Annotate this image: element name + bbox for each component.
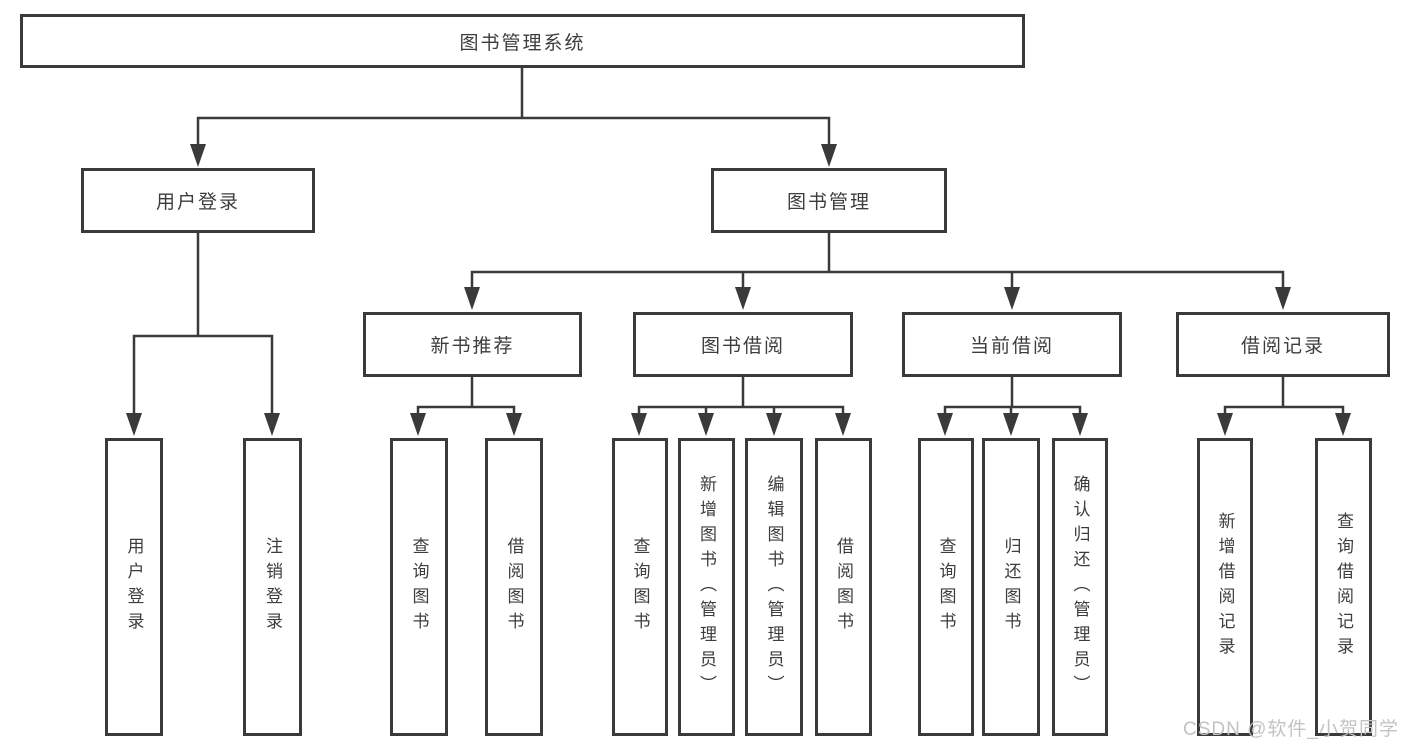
leaf-add-borrow-record: 新增借阅记录: [1197, 438, 1253, 736]
node-new-book-recommend: 新书推荐: [363, 312, 582, 377]
watermark: CSDN @软件_小贺同学: [1183, 719, 1399, 740]
leaf-query-borrow-record-label: 查询借阅记录: [1334, 512, 1353, 662]
connector-current-borrow-to-leaves: [937, 375, 1088, 436]
node-book-management-label: 图书管理: [786, 192, 871, 213]
leaf-query-borrow-record: 查询借阅记录: [1315, 438, 1372, 736]
leaf-query-book-1: 查询图书: [390, 438, 448, 736]
leaf-query-book-3-label: 查询图书: [936, 537, 956, 637]
leaf-logout: 注销登录: [243, 438, 302, 736]
node-current-borrow-label: 当前借阅: [969, 336, 1054, 357]
leaf-return-book-label: 归还图书: [1001, 537, 1021, 637]
node-borrow-records: 借阅记录: [1176, 312, 1390, 377]
connector-book-borrow-to-leaves: [631, 375, 851, 436]
node-book-management: 图书管理: [711, 168, 947, 233]
node-current-borrow: 当前借阅: [902, 312, 1122, 377]
node-user-login-label: 用户登录: [155, 192, 240, 213]
leaf-return-book: 归还图书: [982, 438, 1040, 736]
leaf-borrow-book-1-label: 借阅图书: [504, 537, 524, 637]
node-book-borrow: 图书借阅: [633, 312, 853, 377]
node-user-login: 用户登录: [81, 168, 315, 233]
connector-new-book-recommend-to-leaves: [410, 375, 522, 436]
leaf-user-login: 用户登录: [105, 438, 163, 736]
leaf-add-book-admin: 新增图书（管理员）: [678, 438, 735, 736]
leaf-user-login-label: 用户登录: [124, 537, 144, 637]
connector-user-login-to-leaves: [126, 231, 280, 436]
connector-borrow-records-to-leaves: [1217, 375, 1351, 436]
leaf-borrow-book-2: 借阅图书: [815, 438, 872, 736]
leaf-logout-label: 注销登录: [263, 537, 282, 637]
root-node-library-system: 图书管理系统: [20, 14, 1025, 68]
leaf-edit-book-admin: 编辑图书（管理员）: [745, 438, 803, 736]
root-node-label: 图书管理系统: [459, 32, 586, 54]
leaf-confirm-return-admin-label: 确认归还（管理员）: [1070, 474, 1090, 700]
leaf-borrow-book-2-label: 借阅图书: [834, 537, 853, 637]
leaf-add-borrow-record-label: 新增借阅记录: [1215, 512, 1235, 662]
node-new-book-recommend-label: 新书推荐: [430, 336, 515, 357]
leaf-query-book-3: 查询图书: [918, 438, 974, 736]
leaf-query-book-2-label: 查询图书: [630, 537, 650, 637]
leaf-confirm-return-admin: 确认归还（管理员）: [1052, 438, 1108, 736]
leaf-add-book-admin-label: 新增图书（管理员）: [697, 474, 716, 700]
node-borrow-records-label: 借阅记录: [1240, 336, 1325, 357]
node-book-borrow-label: 图书借阅: [700, 336, 785, 357]
leaf-query-book-1-label: 查询图书: [409, 537, 429, 637]
connector-root-to-level2: [190, 66, 837, 167]
leaf-edit-book-admin-label: 编辑图书（管理员）: [764, 474, 784, 700]
leaf-borrow-book-1: 借阅图书: [485, 438, 543, 736]
connector-book-management-to-level3: [464, 231, 1291, 310]
leaf-query-book-2: 查询图书: [612, 438, 668, 736]
